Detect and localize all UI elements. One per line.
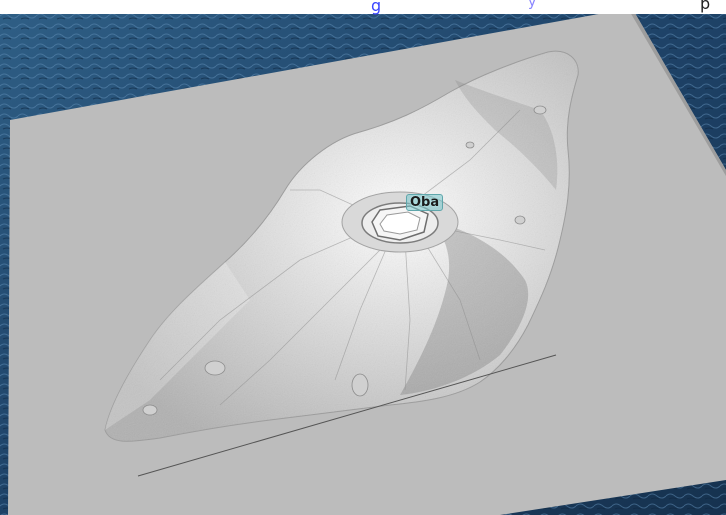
map-label-oba[interactable]: Oba bbox=[406, 194, 444, 211]
top-bar bbox=[0, 0, 726, 14]
top-bar-partial-text: y bbox=[528, 0, 537, 10]
top-bar-partial-text: p bbox=[700, 0, 711, 13]
scale-line bbox=[137, 354, 557, 477]
top-bar-partial-text: g bbox=[371, 0, 382, 15]
